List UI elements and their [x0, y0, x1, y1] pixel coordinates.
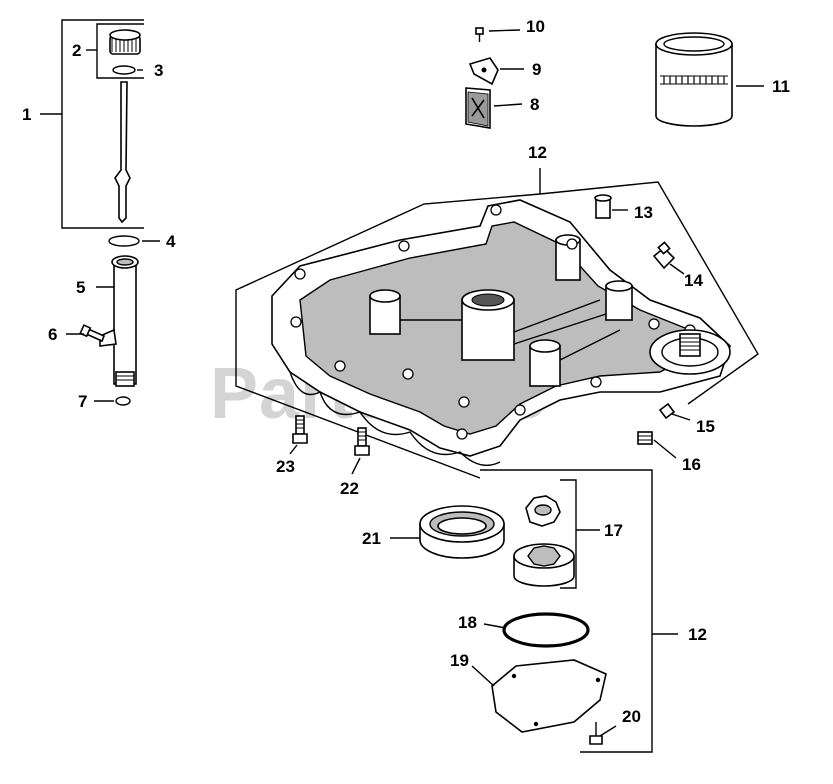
- o-ring-3-part[interactable]: [112, 65, 136, 75]
- inner-gear-part[interactable]: [525, 495, 561, 527]
- decal-8-part[interactable]: [465, 87, 491, 129]
- bracket-17-line: [560, 479, 577, 589]
- screw-6-part[interactable]: [79, 324, 106, 343]
- oil-filter-part[interactable]: [655, 32, 733, 127]
- oil-pan-frame-left: [235, 193, 541, 479]
- label-part-2: 2: [72, 41, 81, 60]
- leader-22: [351, 457, 361, 475]
- label-part-13: 13: [634, 203, 653, 222]
- label-part-6: 6: [48, 325, 57, 344]
- lower-bracket-line: [480, 469, 653, 753]
- label-part-12-top: 12: [528, 143, 547, 162]
- leader-16: [653, 439, 677, 459]
- label-part-15: 15: [696, 417, 715, 436]
- plug-14-part[interactable]: [652, 241, 676, 270]
- dipstick-blade-part[interactable]: [114, 81, 131, 224]
- leader-10: [488, 29, 521, 32]
- label-part-21: 21: [362, 529, 381, 548]
- label-part-20: 20: [622, 707, 641, 726]
- label-part-10: 10: [526, 17, 545, 36]
- label-part-9: 9: [532, 60, 541, 79]
- leader-8: [493, 103, 523, 107]
- outer-rotor-part[interactable]: [513, 543, 575, 587]
- label-part-23: 23: [276, 457, 295, 476]
- o-ring-7-part[interactable]: [115, 396, 131, 406]
- label-part-7: 7: [78, 392, 87, 411]
- leader-18: [483, 623, 507, 629]
- label-part-14: 14: [684, 271, 703, 290]
- o-ring-18-part[interactable]: [502, 612, 590, 648]
- fitting-15-part[interactable]: [658, 402, 676, 420]
- oil-pan-part[interactable]: [271, 199, 731, 466]
- oil-pan-frame-right: [539, 181, 759, 405]
- label-part-22: 22: [340, 479, 359, 498]
- label-part-16: 16: [682, 455, 701, 474]
- oil-seal-part[interactable]: [419, 505, 505, 559]
- label-part-11: 11: [772, 77, 790, 96]
- label-part-8: 8: [530, 95, 539, 114]
- label-part-18: 18: [458, 613, 477, 632]
- leader-19: [471, 665, 495, 687]
- cover-plate-part[interactable]: [491, 659, 607, 733]
- dipstick-assembly[interactable]: [40, 19, 144, 229]
- label-part-17: 17: [604, 521, 623, 540]
- plug-16-part[interactable]: [637, 431, 653, 445]
- plug-13-part[interactable]: [594, 194, 612, 219]
- screw-20-part[interactable]: [589, 722, 603, 745]
- label-part-1: 1: [22, 105, 31, 124]
- label-part-19: 19: [450, 651, 469, 670]
- leader-23: [289, 444, 298, 455]
- label-part-4: 4: [166, 232, 176, 251]
- bolt-22-part[interactable]: [354, 427, 370, 456]
- label-part-3: 3: [154, 61, 163, 80]
- label-part-12-side: 12: [688, 625, 707, 644]
- leader-20: [599, 725, 617, 737]
- bolt-23-part[interactable]: [292, 415, 308, 444]
- bracket-2-line: [96, 23, 144, 79]
- leader-14: [669, 263, 685, 275]
- o-ring-4-part[interactable]: [108, 235, 140, 247]
- bracket-1-line: [61, 19, 144, 229]
- leader-15: [671, 413, 691, 421]
- label-part-5: 5: [76, 278, 85, 297]
- dipstick-tube-part[interactable]: [99, 255, 139, 387]
- dipstick-cap-part[interactable]: [109, 29, 141, 55]
- screw-10-part[interactable]: [475, 27, 484, 42]
